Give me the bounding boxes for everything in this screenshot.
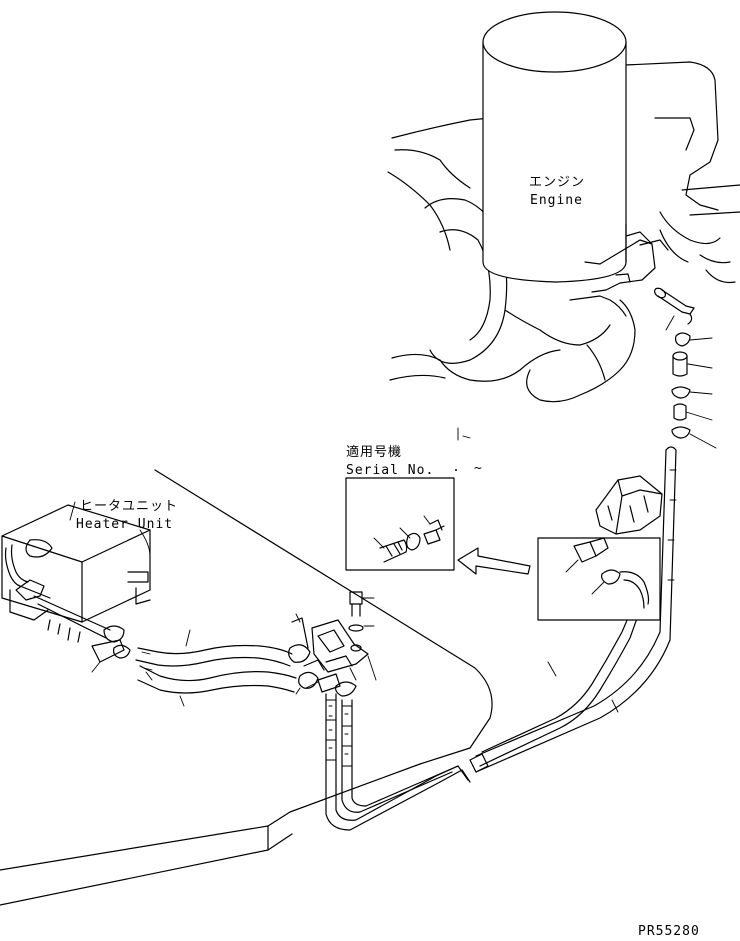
drawing-number: PR55280 <box>638 924 700 939</box>
serial-range: ~ <box>474 461 483 476</box>
heater-label-jp: ヒータユニット <box>80 499 178 514</box>
serial-dot <box>455 469 457 471</box>
serial-label-jp: 適用号機 <box>346 444 402 460</box>
heater-hoses <box>135 446 677 831</box>
heater-unit <box>1 504 151 673</box>
detail-box-right <box>537 475 663 621</box>
detail-box-serial <box>345 477 455 571</box>
floor-plate <box>0 469 493 906</box>
heater-leader <box>69 501 76 521</box>
detail-arrow <box>457 547 531 575</box>
serial-label-en: Serial No. <box>346 463 434 478</box>
engine-label-en: Engine <box>530 193 583 208</box>
engine-label-jp: エンジン <box>529 175 585 190</box>
engine <box>387 11 740 449</box>
heater-label-en: Heater Unit <box>76 517 173 532</box>
